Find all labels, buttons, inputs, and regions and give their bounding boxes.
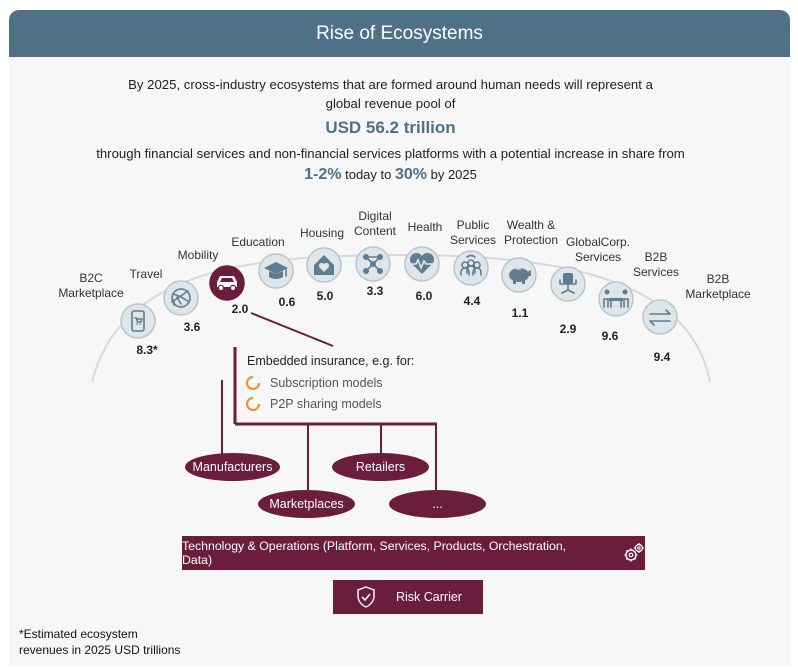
revenue-pool-highlight: USD 56.2 trillion bbox=[325, 118, 456, 137]
ecosystem-value: 5.0 bbox=[316, 289, 334, 303]
share-increase-line: 1-2% today to 30% by 2025 bbox=[0, 166, 781, 184]
ecosystem-value: 3.3 bbox=[366, 284, 384, 298]
intro-line-2: global revenue pool of bbox=[325, 96, 456, 111]
ecosystem-node-0 bbox=[120, 303, 156, 339]
channel-manufacturers: Manufacturers bbox=[185, 453, 280, 481]
ecosystem-circle bbox=[453, 250, 489, 286]
ecosystem-label: Travel bbox=[129, 267, 163, 281]
exchange-arrows-icon bbox=[649, 309, 671, 326]
office-chair-icon bbox=[559, 273, 577, 294]
ecosystem-label: Housing bbox=[299, 226, 345, 240]
channel-retailers: Retailers bbox=[332, 453, 429, 481]
ecosystem-label: GlobalCorp.Services bbox=[565, 235, 631, 264]
intro-line-4: through financial services and non-finan… bbox=[96, 146, 685, 161]
ecosystem-node-6 bbox=[404, 246, 440, 282]
channel-marketplaces: Marketplaces bbox=[258, 490, 355, 518]
bullet-icon bbox=[246, 376, 260, 390]
footnote-line-1: *Estimated ecosystem bbox=[19, 627, 138, 641]
piggy-bank-icon bbox=[509, 268, 531, 284]
ecosystem-node-10 bbox=[598, 281, 634, 317]
ecosystem-node-9 bbox=[550, 266, 586, 302]
ecosystem-node-3 bbox=[258, 253, 294, 289]
ecosystem-value: 4.4 bbox=[463, 294, 481, 308]
phone-cart-icon bbox=[131, 310, 145, 332]
insurance-item-p2p: P2P sharing models bbox=[270, 397, 382, 411]
share-to: 30% bbox=[394, 166, 427, 183]
ecosystem-value: 9.6 bbox=[601, 329, 619, 343]
meeting-icon bbox=[603, 289, 629, 308]
channel-more: ... bbox=[389, 490, 486, 518]
ecosystem-node-4 bbox=[306, 247, 342, 283]
ecosystem-value: 1.1 bbox=[511, 306, 529, 320]
house-heart-icon bbox=[314, 255, 334, 275]
ecosystem-value: 9.4 bbox=[653, 350, 671, 364]
ecosystem-node-1 bbox=[163, 280, 199, 316]
ecosystem-circle bbox=[163, 280, 199, 316]
heartbeat-icon bbox=[409, 252, 435, 274]
ecosystem-node-11 bbox=[642, 299, 678, 335]
ecosystem-label: Health bbox=[407, 220, 443, 234]
ecosystem-circle bbox=[642, 299, 678, 335]
graduation-cap-icon bbox=[264, 262, 288, 279]
ecosystem-node-2 bbox=[209, 265, 245, 301]
share-end: by 2025 bbox=[427, 167, 477, 182]
ecosystem-value: 3.6 bbox=[183, 320, 201, 334]
mobility-connector bbox=[250, 312, 334, 347]
ecosystem-value: 2.0 bbox=[231, 302, 249, 316]
page-title: Rise of Ecosystems bbox=[9, 10, 790, 57]
risk-carrier-bar: Risk Carrier bbox=[333, 580, 483, 614]
technology-operations-label: Technology & Operations (Platform, Servi… bbox=[182, 539, 567, 567]
ecosystem-node-5 bbox=[355, 246, 391, 282]
ecosystem-value: 8.3* bbox=[136, 343, 158, 357]
embedded-insurance-heading: Embedded insurance, e.g. for: bbox=[247, 354, 415, 368]
ecosystem-label: Education bbox=[231, 235, 285, 249]
footnote: *Estimated ecosystem revenues in 2025 US… bbox=[19, 626, 180, 658]
risk-carrier-label: Risk Carrier bbox=[396, 590, 462, 604]
share-mid: today to bbox=[341, 167, 395, 182]
network-icon bbox=[363, 254, 383, 274]
technology-operations-bar: Technology & Operations (Platform, Servi… bbox=[182, 536, 645, 570]
shield-check-icon bbox=[357, 586, 375, 608]
ecosystem-value: 2.9 bbox=[559, 322, 577, 336]
intro-line-1: By 2025, cross-industry ecosystems that … bbox=[128, 77, 653, 92]
share-from: 1-2% bbox=[304, 166, 342, 183]
ecosystem-label: Wealth &Protection bbox=[503, 218, 559, 247]
people-icon bbox=[460, 254, 482, 276]
insurance-item-subscription: Subscription models bbox=[270, 376, 383, 390]
ecosystem-node-7 bbox=[453, 250, 489, 286]
ecosystem-value: 6.0 bbox=[415, 289, 433, 303]
airplane-icon bbox=[171, 288, 191, 308]
ecosystem-label: Mobility bbox=[177, 248, 219, 262]
gears-icon bbox=[624, 543, 645, 562]
bullet-icon bbox=[246, 397, 260, 411]
ecosystem-node-8 bbox=[501, 257, 537, 293]
car-icon bbox=[217, 276, 237, 292]
ecosystem-value: 0.6 bbox=[278, 295, 296, 309]
footnote-line-2: revenues in 2025 USD trillions bbox=[19, 643, 181, 657]
